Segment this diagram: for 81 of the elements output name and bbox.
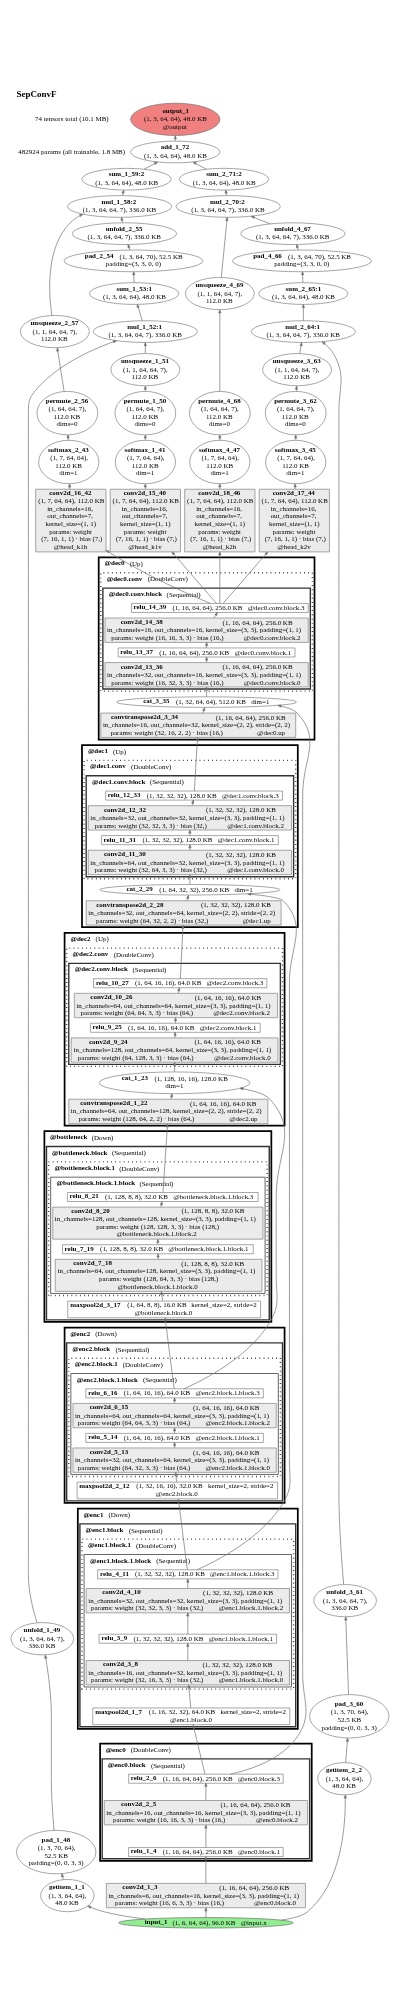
arrow xyxy=(120,216,124,223)
arrow xyxy=(160,1290,164,1301)
arrow xyxy=(164,1317,175,1389)
arrow xyxy=(218,434,222,441)
arrow xyxy=(173,1397,177,1404)
arrow xyxy=(66,434,70,441)
arrow xyxy=(202,706,206,713)
arrow xyxy=(170,1092,173,1099)
arrow xyxy=(293,483,297,489)
arrow xyxy=(192,161,207,170)
arrow xyxy=(205,686,209,697)
arrow xyxy=(136,303,143,321)
arrow xyxy=(61,1872,64,1880)
arrow xyxy=(143,161,158,170)
arrow xyxy=(162,1123,169,1193)
arrow xyxy=(68,483,72,489)
arrow xyxy=(173,134,177,141)
arrow xyxy=(224,189,228,196)
arrow xyxy=(250,215,271,224)
arrow xyxy=(188,843,192,850)
arrow xyxy=(44,1654,55,1831)
arrow xyxy=(191,799,195,806)
arrow xyxy=(296,243,299,250)
arrow xyxy=(345,1737,349,1763)
arrow xyxy=(171,551,217,604)
arrow xyxy=(193,736,199,791)
arrow xyxy=(177,1498,188,1570)
arrow xyxy=(294,434,298,441)
arrow xyxy=(143,483,147,489)
arrow xyxy=(143,385,147,392)
arrow xyxy=(301,303,305,321)
arrow xyxy=(192,1723,206,1774)
arrow xyxy=(127,243,131,250)
arrow xyxy=(174,1016,177,1024)
arrow xyxy=(132,270,136,283)
arrow xyxy=(156,1253,160,1259)
arrow xyxy=(105,549,211,604)
arrow xyxy=(218,483,222,489)
arrow xyxy=(159,1200,163,1207)
arrow xyxy=(121,189,125,196)
arrow xyxy=(204,1907,208,1918)
arrow xyxy=(174,1471,178,1482)
arrow xyxy=(143,341,147,354)
arrow xyxy=(56,347,65,392)
arrow xyxy=(156,1238,160,1245)
arrow xyxy=(222,551,269,604)
arrow xyxy=(196,892,297,1570)
arrow xyxy=(187,1684,191,1708)
arrow xyxy=(299,341,303,354)
arrow xyxy=(173,1441,177,1448)
arrow xyxy=(221,216,229,277)
arrow xyxy=(205,656,209,663)
arrow xyxy=(204,1855,208,1884)
arrow xyxy=(344,1616,349,1695)
arrow xyxy=(204,1782,208,1801)
arrow xyxy=(186,894,190,901)
arrow xyxy=(230,704,311,1774)
arrow xyxy=(183,1086,285,1389)
arrow xyxy=(218,309,222,392)
arrow xyxy=(186,1612,190,1634)
arrow xyxy=(173,1061,177,1072)
arrow xyxy=(173,1031,177,1038)
arrow xyxy=(87,1905,146,1919)
arrow xyxy=(188,873,192,885)
arrow xyxy=(321,340,345,1585)
arrow xyxy=(180,924,185,979)
arrow xyxy=(301,270,305,283)
arrow xyxy=(281,1794,347,1920)
arrow xyxy=(188,829,192,836)
arrow xyxy=(295,385,298,392)
arrow xyxy=(186,1642,190,1661)
arrow xyxy=(49,213,84,316)
diagram-title: SepConvF xyxy=(16,88,57,99)
arrow xyxy=(143,434,147,441)
arrow xyxy=(186,1578,190,1589)
arrow xyxy=(205,641,209,648)
arrow xyxy=(218,551,222,604)
arrow xyxy=(177,986,181,993)
arrow xyxy=(28,339,117,1623)
arrow xyxy=(204,1824,208,1848)
arrow xyxy=(213,611,218,618)
